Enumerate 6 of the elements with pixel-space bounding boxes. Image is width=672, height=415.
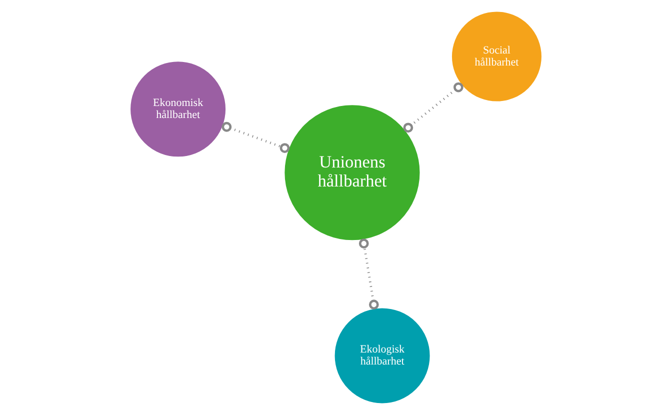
connector [358, 238, 379, 310]
node-circle: Ekonomisk hållbarhet [130, 60, 226, 158]
node-circle: Unionens hållbarhet [284, 104, 421, 241]
connector [403, 82, 464, 133]
node-circle: Ekologisk hållbarhet [334, 307, 431, 404]
connector [222, 122, 290, 153]
